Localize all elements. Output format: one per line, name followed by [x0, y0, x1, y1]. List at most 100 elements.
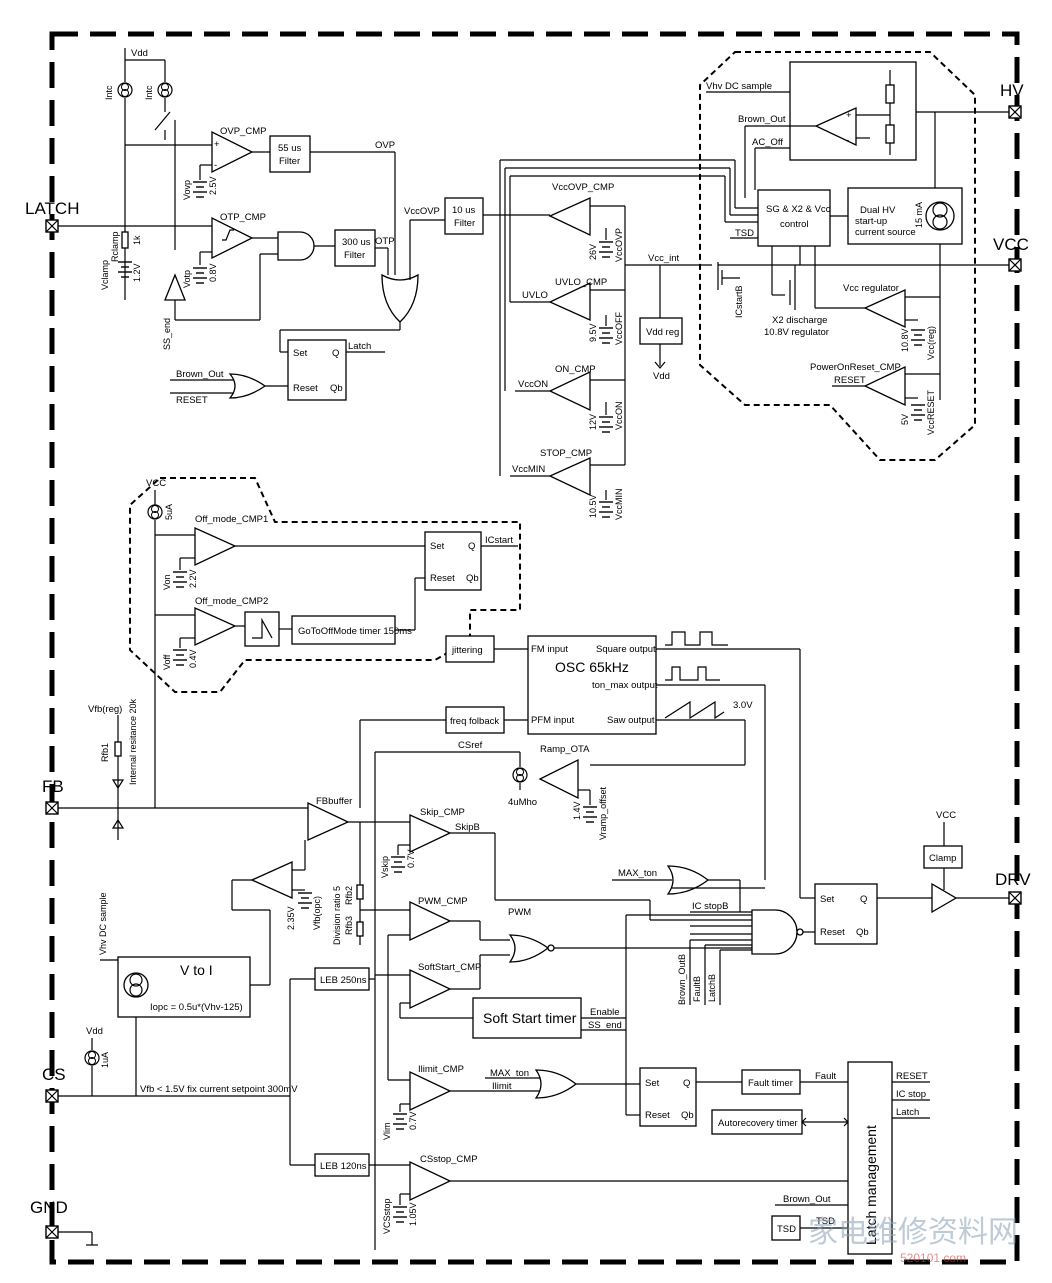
vramp-offset-label: Vramp_offset [598, 786, 608, 840]
csstop-cmp-label: CSstop_CMP [420, 1154, 478, 1165]
por-cmp-label: PowerOnReset_CMP [810, 362, 901, 373]
brown-out-label: Brown_Out [176, 369, 224, 380]
ton-max-output-label: ton_max output [592, 680, 658, 691]
vccovp-label: VccOVP [404, 206, 440, 217]
ramp-ota [538, 758, 579, 800]
pin-hv-label: HV [1000, 81, 1024, 100]
uvlo-comparator [548, 281, 591, 322]
brown-out-2-label: Brown_Out [738, 114, 786, 125]
svg-text:+: + [214, 139, 220, 150]
latch-sr-flipflop [287, 339, 347, 401]
freq-folback [445, 706, 505, 734]
faultb-label: FaultB [692, 976, 702, 1002]
drv-and-gate [751, 909, 798, 955]
uvlo-cmp-label: UVLO_CMP [555, 277, 607, 288]
v235-label: 2.35V [286, 906, 296, 930]
por-comparator [863, 365, 906, 407]
vdd-out-label: Vdd [653, 371, 670, 382]
ua1-label: 1uA [100, 1052, 110, 1068]
svg-text:+: + [846, 110, 852, 121]
soft-start-timer [472, 997, 582, 1039]
vhv-dc-sample-2-label: Vhv DC sample [98, 892, 108, 955]
vccovp-ref-label: VccOVP [614, 228, 624, 262]
softstart-cmp-label: SoftStart_CMP [418, 962, 481, 973]
pin-drv-label: DRV [995, 870, 1031, 889]
otp-signal-label: OTP [375, 236, 395, 247]
vcc-comparators: 10 us Filter VccOVP_CMP 26V VccOVP UVLO_… [444, 159, 758, 521]
offmode2-label: Off_mode_CMP2 [195, 596, 268, 607]
v04-label: 0.4V [188, 649, 198, 668]
softstart-cmp [409, 968, 452, 1010]
brown-outb-label: Brown_OutB [677, 954, 687, 1005]
iopc-label: Iopc = 0.5u*(Vhv-125) [150, 1002, 243, 1013]
svg-text:-: - [214, 160, 217, 171]
ovp-comparator [211, 130, 254, 174]
icstart-sr [424, 531, 482, 591]
pin-fb: FB [42, 777, 64, 815]
skip-cmp [409, 813, 452, 854]
pin-hv: HV [1000, 81, 1024, 119]
stop-comparator [548, 456, 591, 497]
latch-management-label: Latch management [863, 1125, 879, 1245]
leb250-label: LEB 250ns [320, 975, 367, 986]
tsd-block [771, 1215, 801, 1241]
vovp-label: Vovp [182, 180, 192, 200]
vcc-int-label: Vcc_int [648, 253, 680, 264]
otp-cmp-label: OTP_CMP [220, 212, 266, 223]
reset-out-label: RESET [896, 1071, 928, 1082]
icstart-set: Set [430, 541, 445, 552]
watermark: 家电维修资料网 520101.com [808, 1216, 1018, 1265]
rclamp-label: Rclamp [110, 231, 120, 262]
reg108-label: 10.8V regulator [764, 327, 829, 338]
offmode-cmp1 [194, 526, 237, 567]
pwm-cmp [409, 900, 452, 942]
icstart-q: Q [468, 541, 475, 552]
v95-label: 9.5V [588, 323, 598, 342]
v07b-label: 0.7V [408, 1111, 418, 1130]
vccmin-ref-label: VccMIN [614, 489, 624, 521]
icstart-qb: Qb [466, 573, 479, 584]
icstart-reset: Reset [430, 573, 455, 584]
on-comparator [548, 370, 591, 412]
clamp-label: Clamp [929, 853, 956, 864]
division-ratio-label: Division ratio 5 [332, 886, 342, 945]
drv-sr-flipflop [814, 883, 878, 945]
ss-end-2-label: SS_end [588, 1020, 622, 1031]
voff-label: Voff [162, 654, 172, 670]
internal-res-label: Internal resitance 20k [128, 698, 138, 785]
autorecovery-label: Autorecovery timer [718, 1118, 798, 1129]
ovp-or-gate [381, 273, 419, 323]
dual-hv-l1: Dual HV [860, 205, 896, 216]
freq-folback-label: freq folback [450, 716, 499, 727]
v08-label: 0.8V [208, 263, 218, 282]
cs-vdd-label: Vdd [86, 1026, 103, 1037]
off-mode: VCC 5uA Off_mode_CMP1 Von 2.2V Set Q Res… [146, 478, 518, 808]
offmode-cmp2 [194, 606, 237, 647]
vccoff-label: VccOFF [614, 311, 624, 345]
fault-timer-label: Fault timer [748, 1078, 793, 1089]
latch-sr-qb: Qb [330, 383, 343, 394]
otp-comparator [211, 216, 254, 260]
v-to-i-section: Vhv DC sample V to I Iopc = 0.5u*(Vhv-12… [58, 892, 298, 1097]
ac-off-label: AC_Off [752, 137, 783, 148]
gotooff-timer [291, 615, 396, 645]
vcc-upper-label: VCC [146, 478, 166, 489]
pin-gnd-label: GND [30, 1198, 68, 1217]
dual-hv-l3: current source [855, 227, 916, 238]
soft-start-timer-label: Soft Start timer [483, 1010, 577, 1026]
leb120-label: LEB 120ns [320, 1161, 367, 1172]
brown-out-3-label: Brown_Out [783, 1194, 831, 1205]
clamp-block [923, 845, 963, 869]
ilimit-or-gate [534, 1069, 578, 1099]
max-ton-2-label: MAX_ton [490, 1068, 529, 1079]
otp-and-gate [277, 231, 315, 261]
k1-label: 1k [132, 235, 142, 245]
fault-sr-q: Q [683, 1078, 690, 1089]
offmode1-label: Off_mode_CMP1 [195, 514, 268, 525]
hv-startup-region [699, 51, 976, 461]
latch-reset-or [228, 373, 267, 399]
pin-gnd: GND [30, 1198, 68, 1239]
csstop-cmp [409, 1160, 452, 1202]
icstart-label: ICstart [485, 535, 513, 546]
v14-label: 1.4V [572, 801, 582, 820]
